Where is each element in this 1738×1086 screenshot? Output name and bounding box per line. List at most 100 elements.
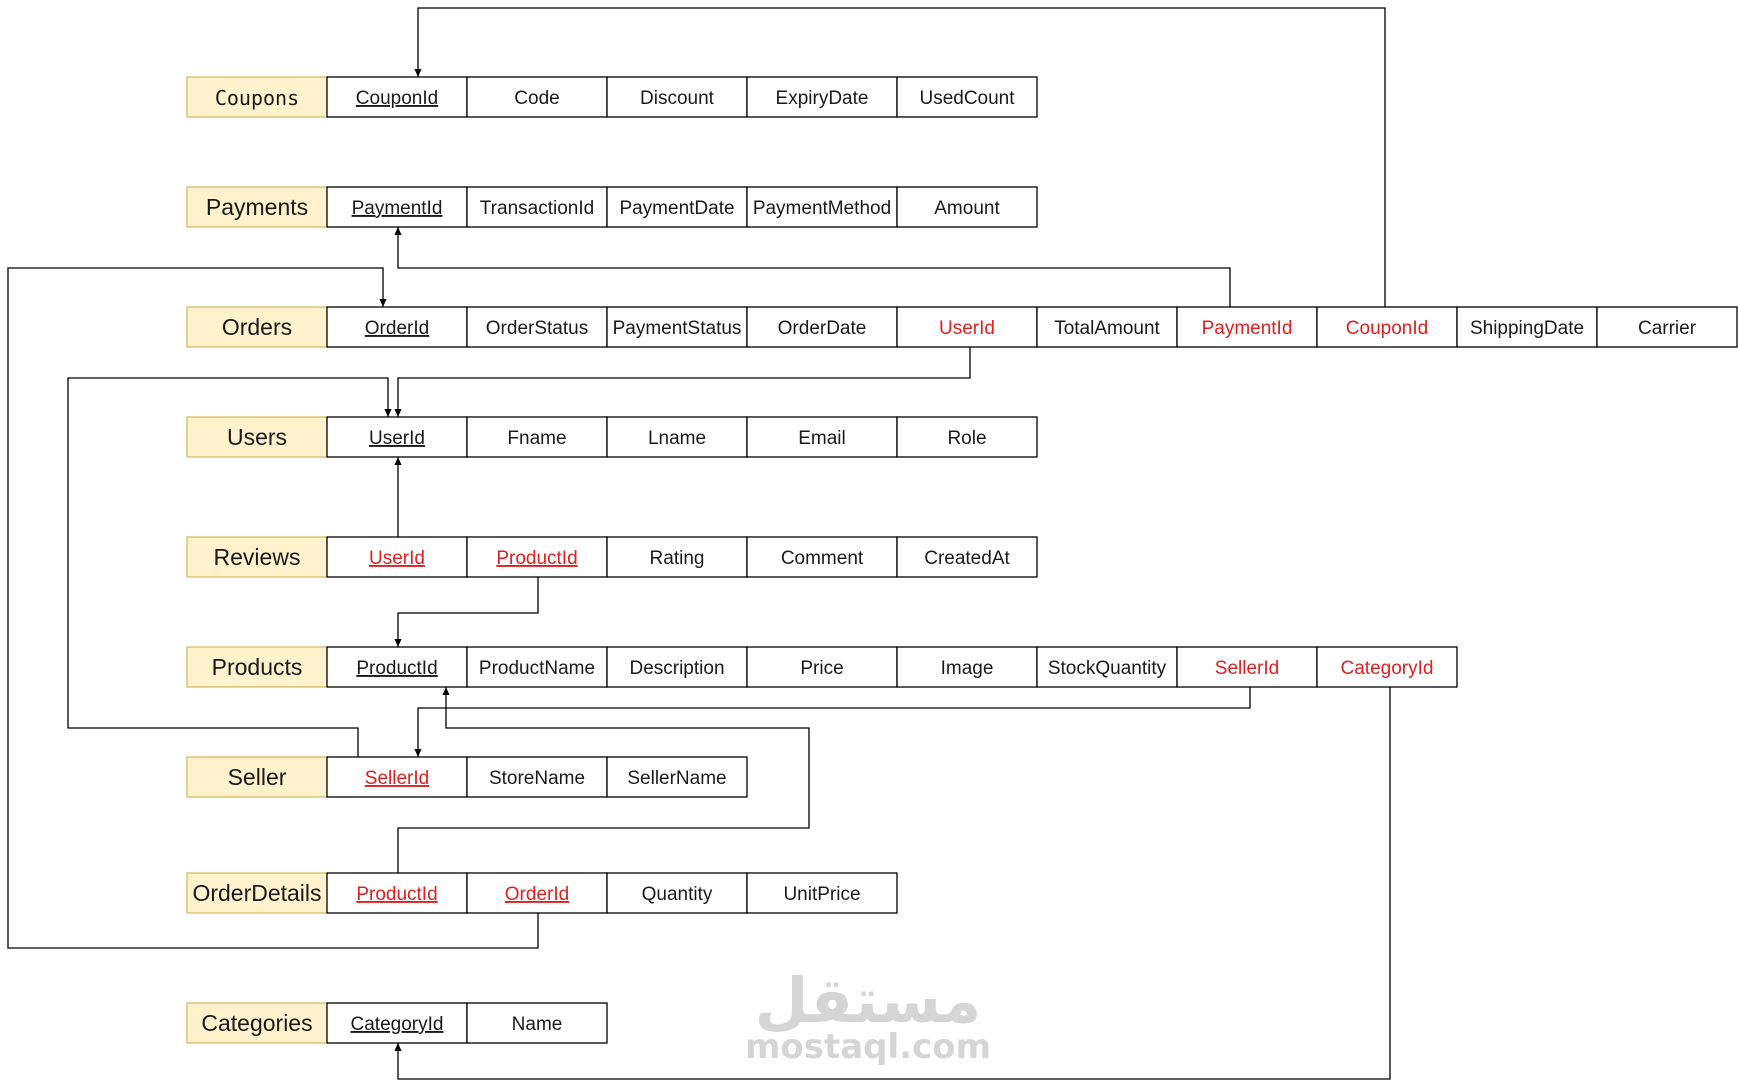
link-products-categoryid-to-categories [394, 687, 1391, 1080]
watermark-arabic: مستقل [755, 964, 982, 1037]
watermark-logo: مستقل mostaql.com [745, 964, 991, 1067]
primary-key-column[interactable]: CouponId [356, 88, 438, 109]
table-name-cell [186, 872, 328, 914]
column-label[interactable]: Price [800, 658, 843, 679]
column-cell [326, 1002, 468, 1044]
column-label[interactable]: StockQuantity [1048, 658, 1167, 679]
column-label[interactable]: Rating [650, 548, 705, 569]
column-label[interactable]: OrderStatus [486, 318, 588, 339]
column-cell [326, 416, 468, 458]
table-name[interactable]: OrderDetails [192, 880, 321, 906]
primary-key-column[interactable]: CategoryId [351, 1014, 444, 1035]
table-name[interactable]: Orders [222, 314, 292, 340]
column-cell [896, 186, 1038, 228]
column-label[interactable]: Description [629, 658, 724, 679]
column-cell [746, 186, 898, 228]
column-label[interactable]: OrderDate [778, 318, 867, 339]
link-orders-userid-to-users [394, 347, 971, 417]
column-label[interactable]: TotalAmount [1054, 318, 1160, 339]
column-label[interactable]: Lname [648, 428, 706, 449]
link-orderdetails-orderid-to-orders [7, 267, 539, 949]
primary-key-column[interactable]: UserId [369, 428, 425, 449]
column-label[interactable]: Amount [934, 198, 1000, 219]
primary-key-column[interactable]: OrderId [505, 884, 569, 905]
column-cell [746, 872, 898, 914]
table-seller: Seller SellerId StoreName SellerName [186, 756, 748, 798]
column-cell [466, 646, 608, 688]
table-name-cell [186, 76, 328, 118]
column-cell [896, 646, 1038, 688]
foreign-key-column[interactable]: CategoryId [1341, 658, 1434, 679]
column-label[interactable]: Image [941, 658, 994, 679]
foreign-key-column[interactable]: CouponId [1346, 318, 1428, 339]
column-cell [746, 76, 898, 118]
column-cell [606, 306, 748, 348]
column-label[interactable]: ExpiryDate [776, 88, 869, 109]
column-label[interactable]: PaymentDate [619, 198, 734, 219]
primary-key-column[interactable]: OrderId [365, 318, 429, 339]
table-name[interactable]: Coupons [215, 86, 299, 110]
column-cell [326, 536, 468, 578]
column-cell [466, 1002, 608, 1044]
column-label[interactable]: ShippingDate [1470, 318, 1584, 339]
link-orders-paymentid-to-payments [394, 227, 1231, 307]
primary-key-column[interactable]: ProductId [356, 884, 437, 905]
table-name[interactable]: Categories [201, 1010, 312, 1036]
column-label[interactable]: Fname [507, 428, 566, 449]
column-label[interactable]: Quantity [642, 884, 713, 905]
link-seller-to-users [67, 377, 392, 757]
column-label[interactable]: Comment [781, 548, 864, 569]
primary-key-column[interactable]: SellerId [365, 768, 429, 789]
column-label[interactable]: PaymentMethod [753, 198, 891, 219]
column-label[interactable]: SellerName [627, 768, 726, 789]
column-label[interactable]: UnitPrice [783, 884, 860, 905]
primary-key-column[interactable]: UserId [369, 548, 425, 569]
relationship-lines [7, 7, 1391, 1080]
column-label[interactable]: CreatedAt [924, 548, 1010, 569]
column-label[interactable]: Role [947, 428, 986, 449]
column-cell [1456, 306, 1598, 348]
column-label[interactable]: Code [514, 88, 559, 109]
table-name[interactable]: Users [227, 424, 287, 450]
primary-key-column[interactable]: ProductId [496, 548, 577, 569]
column-label[interactable]: Carrier [1638, 318, 1697, 339]
watermark-latin: mostaql.com [745, 1027, 991, 1067]
table-name-cell [186, 1002, 328, 1044]
foreign-key-column[interactable]: SellerId [1215, 658, 1279, 679]
table-categories: Categories CategoryId Name [186, 1002, 608, 1044]
column-label[interactable]: Name [512, 1014, 563, 1035]
column-label[interactable]: ProductName [479, 658, 595, 679]
column-cell [466, 76, 608, 118]
link-orderdetails-productid-to-products [397, 687, 810, 873]
column-label[interactable]: PaymentStatus [613, 318, 742, 339]
column-cell [1176, 646, 1318, 688]
table-payments: Payments PaymentId TransactionId PaymentDat… [186, 186, 1038, 228]
column-cell [606, 756, 748, 798]
table-name-cell [186, 306, 328, 348]
column-cell [466, 756, 608, 798]
column-label[interactable]: Email [798, 428, 846, 449]
column-label[interactable]: UsedCount [919, 88, 1015, 109]
column-cell [466, 872, 608, 914]
table-users: Users UserId Fname Lname Email Role [186, 416, 1038, 458]
table-name-cell [186, 416, 328, 458]
column-cell [1036, 306, 1178, 348]
column-cell [606, 186, 748, 228]
foreign-key-column[interactable]: UserId [939, 318, 995, 339]
column-label[interactable]: TransactionId [480, 198, 594, 219]
column-label[interactable]: StoreName [489, 768, 585, 789]
link-orders-couponid-to-coupons [414, 7, 1386, 307]
table-name[interactable]: Seller [228, 764, 287, 790]
primary-key-column[interactable]: ProductId [356, 658, 437, 679]
column-cell [466, 186, 608, 228]
table-name[interactable]: Products [212, 654, 303, 680]
table-name[interactable]: Reviews [214, 544, 301, 570]
table-name[interactable]: Payments [206, 194, 308, 220]
foreign-key-column[interactable]: PaymentId [1202, 318, 1293, 339]
column-cell [326, 306, 468, 348]
column-label[interactable]: Discount [640, 88, 715, 109]
column-cell [1316, 306, 1458, 348]
primary-key-column[interactable]: PaymentId [352, 198, 443, 219]
